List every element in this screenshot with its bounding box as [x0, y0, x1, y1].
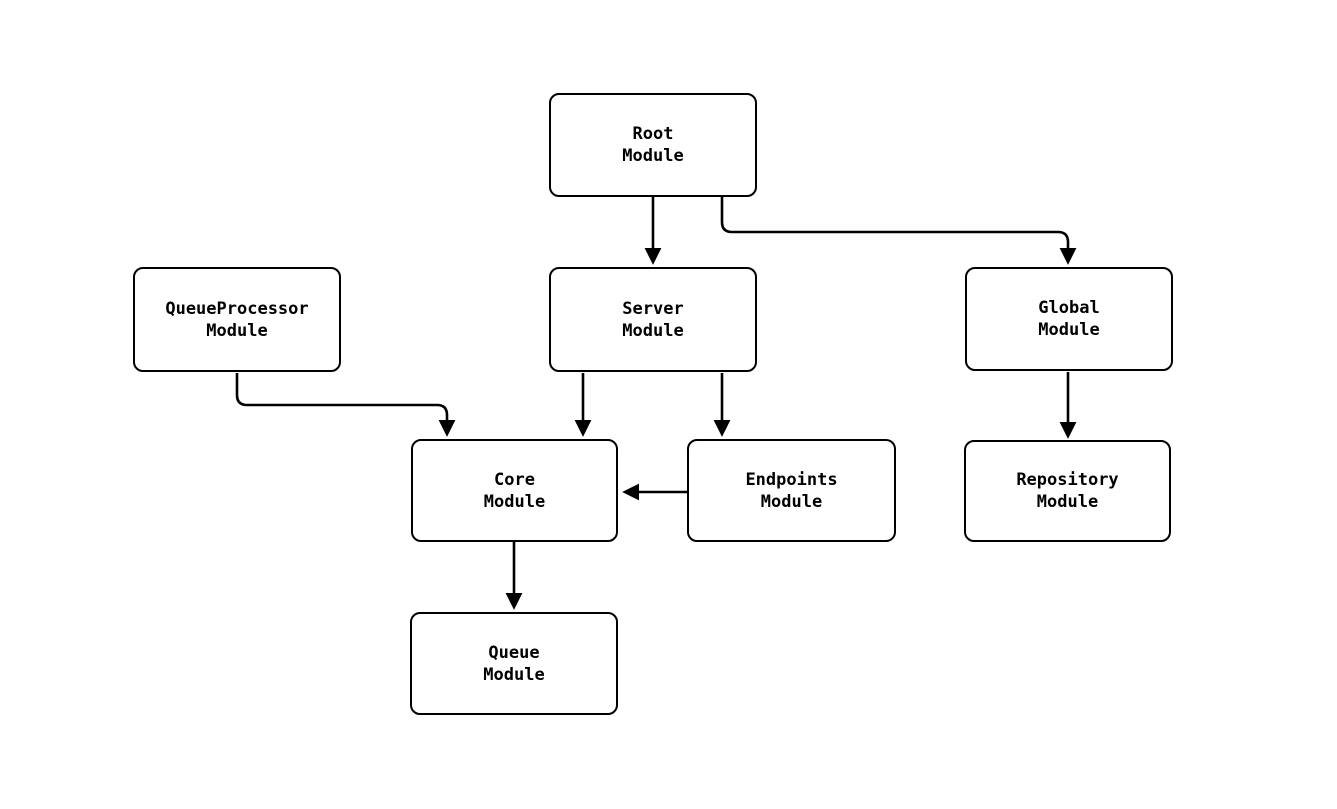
node-root-module-label: Root Module [622, 124, 684, 166]
node-repository-module: Repository Module [964, 440, 1171, 542]
node-server-module: Server Module [549, 267, 757, 372]
node-core-module-label: Core Module [483, 469, 546, 512]
node-repository-module-label: Repository Module [1016, 470, 1119, 512]
node-core-module: Core Module [411, 439, 618, 542]
edge-queueprocessor-to-core [235, 373, 456, 437]
node-queue-module: Queue Module [410, 612, 618, 715]
node-queueprocessor-module-label: QueueProcessor Module [165, 298, 309, 341]
node-endpoints-module-label: Endpoints Module [745, 469, 838, 512]
node-global-module: Global Module [965, 267, 1173, 371]
node-endpoints-module: Endpoints Module [687, 439, 896, 542]
node-root-module: Root Module [549, 93, 757, 197]
node-server-module-label: Server Module [622, 298, 684, 341]
node-queue-module-label: Queue Module [483, 642, 545, 685]
node-global-module-label: Global Module [1038, 298, 1100, 340]
edge-root-to-global [720, 197, 1077, 265]
node-queueprocessor-module: QueueProcessor Module [133, 267, 341, 372]
